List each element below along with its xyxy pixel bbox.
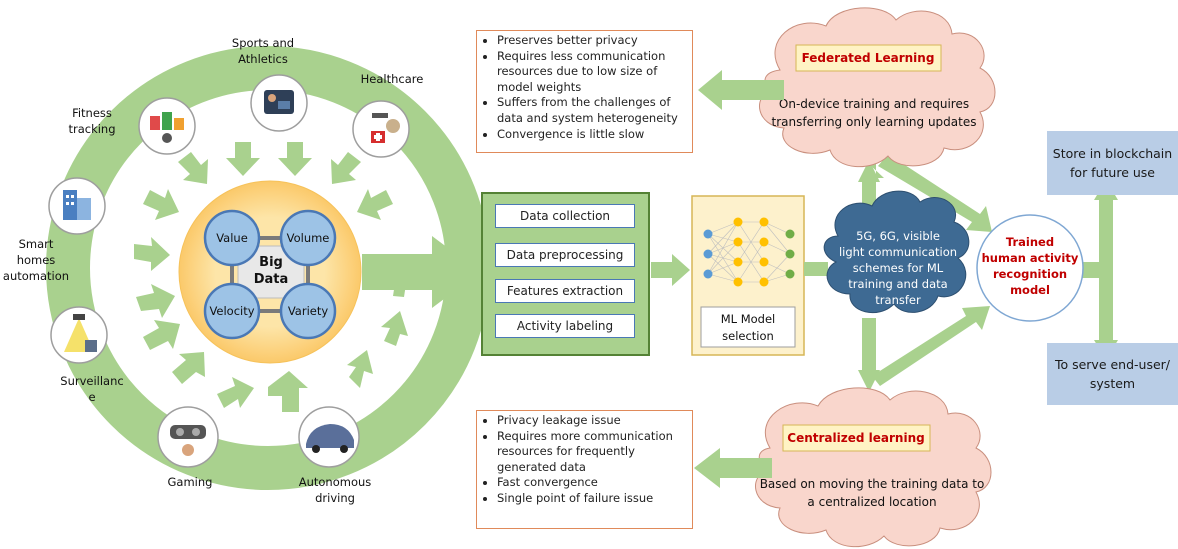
comm-cloud-line3: schemes for ML [853,261,944,275]
velocity-circle [203,282,261,340]
application-labels: Sports and Athletics Healthcare Fitness … [3,36,423,505]
inward-arrows [134,142,414,412]
trained-model-circle [976,214,1084,322]
smart-homes-label-3: automation [3,269,69,283]
centralized-point: Requires more communication resources fo… [497,429,686,476]
federated-point: Requires less communication resources du… [497,49,686,96]
step-activity-labeling: Activity labeling [495,314,635,338]
federated-title: Federated Learning [802,51,935,65]
surveillance-label: Surveillanc [60,374,123,388]
v-circles: Value Volume Velocity Variety [203,209,337,340]
variety-circle [279,282,337,340]
value-circle [203,209,261,267]
step-data-collection: Data collection [495,204,635,228]
velocity-label: Velocity [209,304,254,318]
fitness-label-2: tracking [68,122,115,136]
ml-model-label-2: selection [722,329,774,343]
centralized-title: Centralized learning [787,431,924,445]
centralized-points-list: Privacy leakage issue Requires more comm… [481,413,686,507]
federated-cloud [759,7,996,168]
federated-point: Preserves better privacy [497,33,686,49]
federated-points-box: Preserves better privacy Requires less c… [476,30,693,153]
volume-label: Volume [287,231,330,245]
surveillance-label-2: e [88,390,95,404]
comm-cloud-line4: training and data [848,277,947,291]
communication-cloud [823,190,970,314]
healthcare-icon [352,100,410,158]
autonomous-label-2: driving [315,491,355,505]
fitness-label: Fitness [72,106,112,120]
ml-model-label: ML Model [721,312,776,326]
big-data-title-2: Data [254,272,289,287]
centralized-cloud [755,387,992,548]
comm-cloud-line5: transfer [875,293,921,307]
centralized-desc-line1: Based on moving the training data to [760,477,985,491]
federated-desc-line2: transferring only learning updates [772,115,977,129]
trained-model-line2: human activity [982,251,1079,265]
federated-desc-line1: On-device training and requires [779,97,969,111]
federated-point: Convergence is little slow [497,127,686,143]
blockchain-box: Store in blockchain for future use [1047,131,1178,195]
ml-to-cloud-connector [804,262,828,276]
volume-circle [279,209,337,267]
centralized-point: Fast convergence [497,475,686,491]
trained-model-line4: model [1010,283,1050,297]
smart-homes-label: Smart [19,237,54,251]
pipeline-steps: Data collection Data preprocessing Featu… [482,193,649,355]
end-user-box: To serve end-user/ system [1047,343,1178,405]
gaming-label: Gaming [168,475,213,489]
trained-model-line3: recognition [993,267,1067,281]
autonomous-label: Autonomous [299,475,372,489]
healthcare-label: Healthcare [361,72,424,86]
federated-points-list: Preserves better privacy Requires less c… [481,33,686,142]
centralized-point: Privacy leakage issue [497,413,686,429]
pipeline-to-ml-arrow [651,254,690,286]
ml-model-label-box [700,306,796,348]
comm-cloud-line1: 5G, 6G, visible [856,229,940,243]
triangle-arrows [858,154,1118,392]
variety-label: Variety [288,304,329,318]
centralized-point: Single point of failure issue [497,491,686,507]
smart-homes-label-2: homes [17,253,56,267]
big-data-title: Big [259,255,283,270]
centralized-to-bullets-arrow [694,448,772,488]
neural-network-icon [703,217,795,287]
end-user-label: To serve end-user/ system [1054,357,1171,391]
value-label: Value [216,231,248,245]
sports-label: Sports and [232,36,294,50]
federated-title-box [795,44,942,72]
trained-model-line1: Trained [1006,235,1054,249]
centralized-title-box [782,424,931,452]
application-icons [48,74,410,468]
centralized-desc-line2: a centralized location [807,495,936,509]
step-features-extraction: Features extraction [495,279,635,303]
step-data-preprocessing: Data preprocessing [495,243,635,267]
sports-label-2: Athletics [238,52,288,66]
blockchain-label: Store in blockchain for future use [1052,146,1173,180]
federated-point: Suffers from the challenges of data and … [497,95,686,126]
big-data-to-pipeline-arrow [362,236,480,308]
federated-to-bullets-arrow [698,70,784,110]
comm-cloud-line2: light communication [839,245,957,259]
centralized-points-box: Privacy leakage issue Requires more comm… [476,410,693,529]
